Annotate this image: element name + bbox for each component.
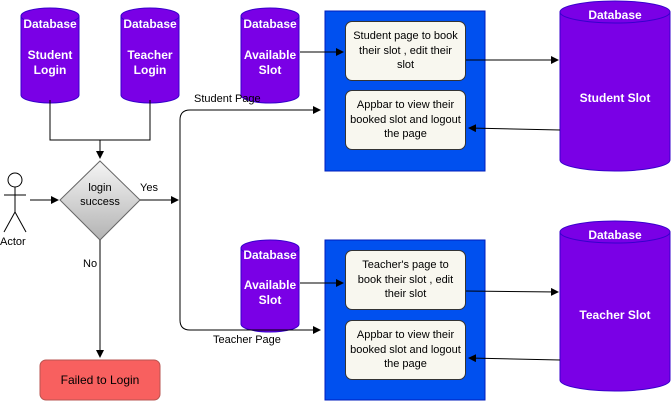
teacher-booking-card: Teacher's page to book their slot , edit…	[345, 250, 466, 310]
teacher-appbar-card: Appbar to view their booked slot and log…	[345, 320, 466, 380]
student-page-label: Student Page	[194, 93, 261, 105]
yes-label: Yes	[140, 182, 158, 194]
actor-label: Actor	[0, 236, 26, 248]
student-slot-db-title: Database	[588, 7, 642, 22]
connector-student-slot-out	[468, 124, 561, 133]
student-booking-card: Student page to book their slot , edit t…	[345, 21, 466, 81]
available-slot-top-database-shape	[240, 7, 300, 104]
available-slot-top-db-title: Database	[243, 16, 297, 31]
student-login-db-label: Student Login	[27, 48, 73, 77]
student-login-database-shape	[20, 7, 80, 104]
connector-teacher-login	[96, 100, 151, 159]
teacher-slot-db-title: Database	[588, 227, 642, 242]
failed-login-box	[39, 359, 161, 401]
available-slot-top-db-label: Available Slot	[243, 48, 297, 77]
connector-student-page	[179, 106, 321, 200]
teacher-login-db-title: Database	[123, 16, 177, 31]
teacher-login-database-shape	[120, 7, 180, 104]
student-slot-db-label: Student Slot	[579, 90, 651, 105]
available-slot-bottom-db-label: Available Slot	[243, 278, 297, 307]
teacher-login-db-label: Teacher Login	[127, 48, 173, 77]
student-login-db-title: Database	[23, 16, 77, 31]
connector-student-login	[49, 100, 100, 141]
decision-label: login success	[80, 182, 120, 208]
connector-teacher-slot-out	[468, 354, 561, 363]
student-slot-database-shape	[559, 0, 671, 172]
failed-login-label: Failed to Login	[60, 372, 140, 387]
teacher-page-label: Teacher Page	[213, 334, 281, 346]
connector-teacher-page	[179, 200, 321, 334]
actor-figure	[3, 172, 27, 233]
connector-teacher-slot-in	[464, 287, 559, 296]
available-slot-bottom-db-title: Database	[243, 247, 297, 262]
no-label: No	[83, 258, 98, 270]
student-appbar-card: Appbar to view their booked slot and log…	[345, 90, 466, 150]
teacher-slot-db-label: Teacher Slot	[579, 307, 651, 322]
teacher-slot-database-shape	[559, 220, 671, 392]
